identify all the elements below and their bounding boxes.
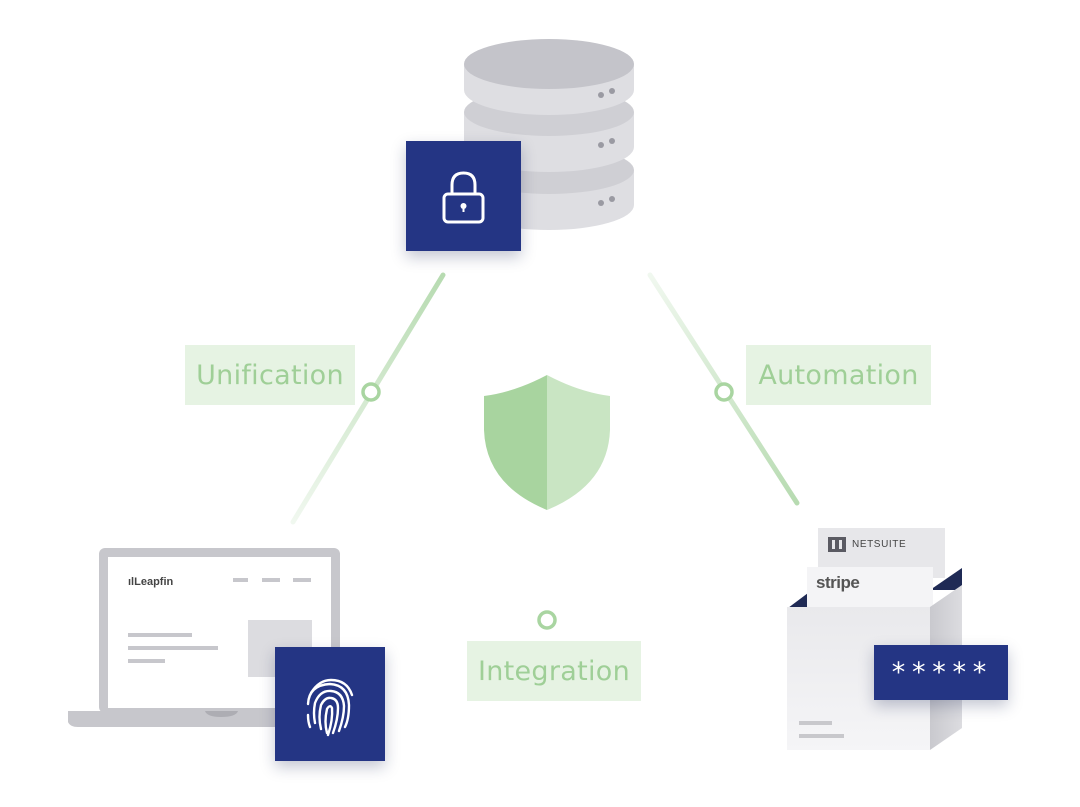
fingerprint-icon bbox=[306, 678, 354, 737]
connector-left bbox=[290, 272, 446, 525]
lock-icon bbox=[442, 171, 485, 224]
unification-label: Unification bbox=[185, 345, 355, 405]
stripe-logo-text: stripe bbox=[816, 573, 860, 592]
integration-text: Integration bbox=[477, 655, 631, 687]
unification-text: Unification bbox=[196, 359, 344, 391]
fingerprint-tile bbox=[275, 647, 385, 761]
automation-label: Automation bbox=[746, 345, 931, 405]
password-tile bbox=[874, 645, 1008, 700]
connector-bottom bbox=[385, 610, 738, 630]
box-icon bbox=[787, 528, 962, 750]
lock-tile bbox=[406, 141, 521, 251]
password-mask: ***** bbox=[890, 657, 992, 688]
netsuite-logo-text: NETSUITE bbox=[852, 539, 907, 550]
automation-text: Automation bbox=[758, 359, 919, 391]
shield-icon bbox=[484, 375, 610, 510]
integration-label: Integration bbox=[467, 641, 641, 701]
connector-right bbox=[647, 272, 800, 506]
laptop-brand: ılLeapfin bbox=[128, 576, 174, 588]
